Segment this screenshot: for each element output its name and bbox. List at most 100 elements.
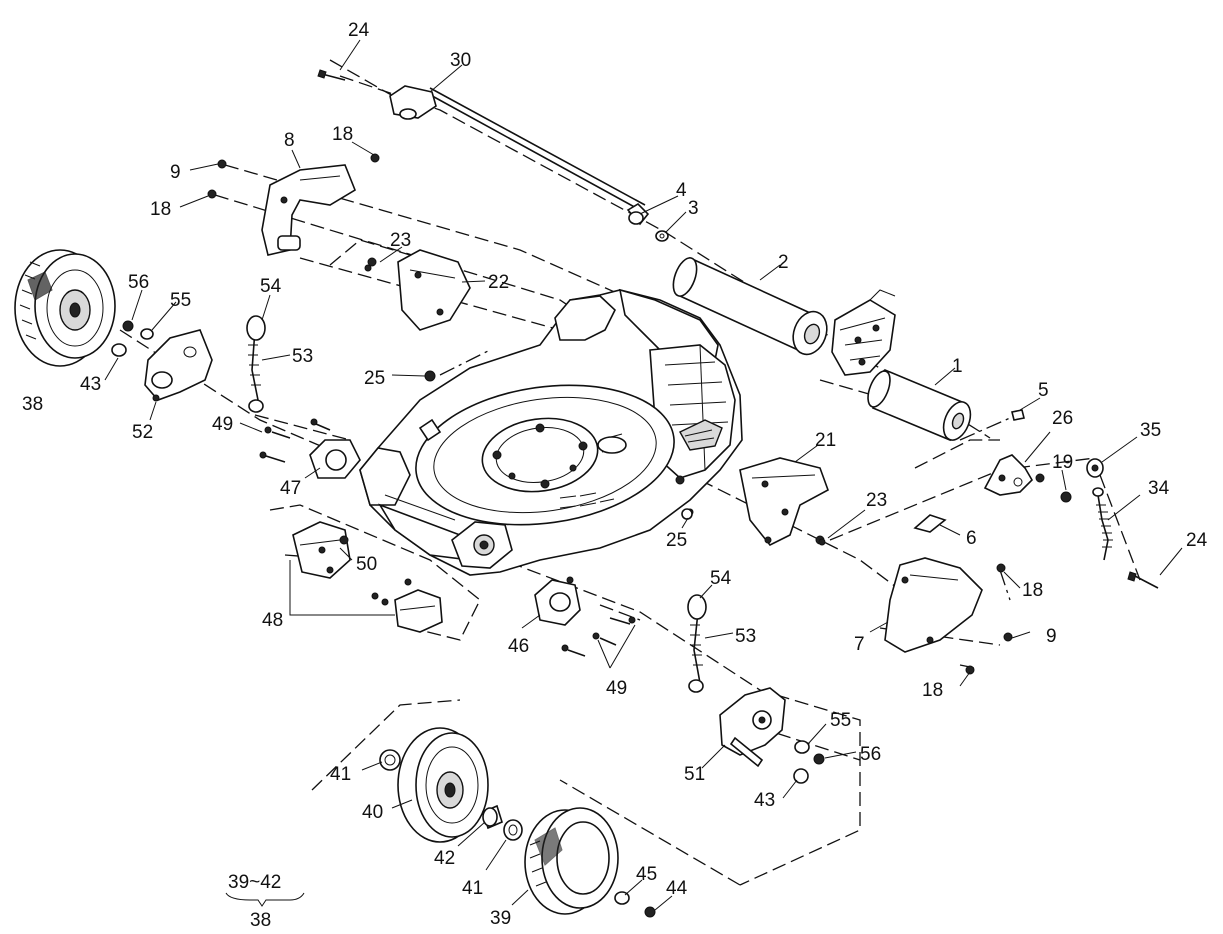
callout-50: 50	[356, 554, 377, 575]
spring-53-right	[687, 594, 707, 693]
roller-1	[867, 368, 972, 442]
assembly-note-range: 39~42	[228, 872, 281, 893]
callout-52: 52	[132, 422, 153, 443]
callout-49: 49	[606, 678, 627, 699]
lever-26	[983, 454, 1045, 496]
nut-56-right	[813, 753, 825, 765]
plate-48-left	[292, 521, 351, 579]
bolt-24-right	[1127, 571, 1159, 589]
callout-47: 47	[280, 478, 301, 499]
bearing-41-left	[379, 749, 401, 771]
callout-6: 6	[966, 528, 977, 549]
spacer-42	[482, 804, 503, 830]
callout-39: 39	[490, 908, 511, 929]
callout-18: 18	[332, 124, 353, 145]
callout-23: 23	[866, 490, 887, 511]
wheel-bracket-52	[144, 329, 213, 402]
washer-3	[655, 230, 669, 242]
bolt-25-left	[424, 370, 436, 382]
callout-4: 4	[676, 180, 687, 201]
callout-45: 45	[636, 864, 657, 885]
callout-55: 55	[830, 710, 851, 731]
callout-18: 18	[1022, 580, 1043, 601]
tire-39	[524, 807, 619, 915]
callout-24: 24	[1186, 530, 1208, 551]
callout-51: 51	[684, 764, 705, 785]
callout-41: 41	[330, 764, 351, 785]
cover-7	[884, 557, 1013, 675]
callout-44: 44	[666, 878, 688, 899]
callout-40: 40	[362, 802, 383, 823]
callout-9: 9	[1046, 626, 1057, 647]
spring-53-left	[246, 315, 266, 413]
callout-43: 43	[80, 374, 101, 395]
callout-55: 55	[170, 290, 191, 311]
washer-55-left	[140, 328, 154, 340]
rear-wheel-38	[14, 249, 116, 367]
bolt-25-right	[681, 508, 693, 520]
callout-5: 5	[1038, 380, 1049, 401]
callout-54: 54	[710, 568, 732, 589]
axle-bracket-51	[719, 687, 786, 768]
bushing-4	[628, 211, 644, 225]
callout-34: 34	[1148, 478, 1170, 499]
callout-26: 26	[1052, 408, 1073, 429]
washer-43-right	[793, 768, 809, 784]
washer-55-right	[794, 740, 810, 754]
pin-5	[1011, 409, 1025, 421]
callout-54: 54	[260, 276, 282, 297]
callout-53: 53	[292, 346, 313, 367]
callout-56: 56	[860, 744, 881, 765]
bolt-23-right	[818, 538, 826, 546]
washer-43-left	[111, 343, 127, 357]
rear-rod-30	[389, 85, 650, 226]
nut-56-left	[122, 320, 134, 332]
mower-deck-housing	[359, 288, 743, 576]
bolt-24-top	[317, 69, 346, 81]
nut-19	[1060, 491, 1072, 503]
callout-8: 8	[284, 130, 295, 151]
bracket-21	[739, 457, 829, 547]
callout-7: 7	[854, 634, 865, 655]
callout-42: 42	[434, 848, 455, 869]
transmission-gearbox	[831, 289, 896, 376]
callout-25: 25	[364, 368, 385, 389]
wheel-40	[397, 727, 489, 843]
callout-18: 18	[150, 199, 171, 220]
bushing-6	[913, 514, 947, 533]
callout-19: 19	[1052, 452, 1073, 473]
callout-leaders	[104, 39, 1183, 911]
callout-35: 35	[1140, 420, 1161, 441]
spring-34	[1092, 487, 1113, 561]
bearing-41-right	[503, 819, 523, 841]
callout-56: 56	[128, 272, 149, 293]
plate-48-right	[371, 578, 443, 633]
adjuster-47	[259, 418, 361, 479]
callout-21: 21	[815, 430, 836, 451]
callout-22: 22	[488, 272, 509, 293]
callout-25: 25	[666, 530, 687, 551]
assembly-note-total: 38	[250, 910, 271, 931]
callout-38: 38	[22, 394, 43, 415]
callout-2: 2	[778, 252, 789, 273]
nut-44	[644, 906, 656, 918]
callout-46: 46	[508, 636, 529, 657]
callout-3: 3	[688, 198, 699, 219]
callout-23: 23	[390, 230, 411, 251]
callout-9: 9	[170, 162, 181, 183]
bracket-8	[207, 153, 380, 256]
leader-lines-48	[289, 560, 395, 616]
callout-43: 43	[754, 790, 775, 811]
callout-24: 24	[348, 20, 370, 41]
callout-49: 49	[212, 414, 233, 435]
assembly-note: 39~42 38	[225, 872, 305, 931]
callout-1: 1	[952, 356, 963, 377]
callout-labels: 24 30 8 18 9 18 4 3 23 22 2 56 55 54 53 …	[22, 20, 1208, 929]
knob-35	[1086, 458, 1104, 478]
callout-48: 48	[262, 610, 283, 631]
callout-53: 53	[735, 626, 756, 647]
callout-41: 41	[462, 878, 483, 899]
callout-18: 18	[922, 680, 943, 701]
bracket-22	[364, 249, 471, 331]
